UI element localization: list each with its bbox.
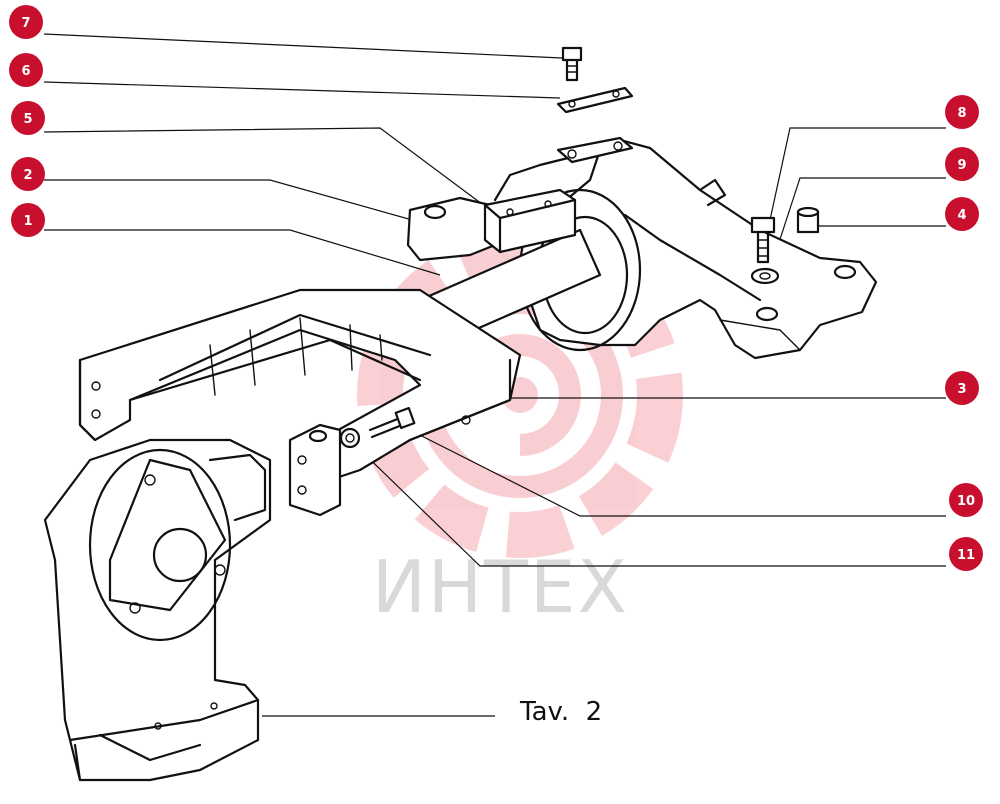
bolt-7: [561, 46, 583, 82]
support-pad-left: [406, 196, 497, 262]
base-column: [43, 438, 272, 782]
svg-text:9: 9: [957, 158, 966, 173]
callout-9: 9: [945, 147, 979, 181]
svg-text:3: 3: [957, 382, 966, 397]
bolt-8: [750, 216, 776, 264]
arm-clamp-end: [288, 423, 342, 517]
svg-text:4: 4: [957, 208, 966, 223]
leader-10: [399, 424, 946, 517]
callout-3: 3: [945, 371, 979, 405]
svg-text:6: 6: [21, 64, 30, 79]
svg-text:10: 10: [957, 494, 975, 509]
svg-text:11: 11: [957, 548, 975, 563]
pin-4: [796, 206, 820, 234]
cap-plate-top: [556, 136, 634, 164]
clamp-block: [483, 188, 577, 254]
leader-6: [43, 81, 561, 99]
svg-text:5: 5: [23, 112, 32, 127]
leader-7: [43, 33, 563, 59]
leader-8: [769, 127, 946, 221]
callout-11: 11: [949, 537, 983, 571]
callout-7: 7: [9, 5, 43, 39]
callout-markers: 7 6 5 2 1 8 9 4: [9, 5, 983, 571]
figure-label: Tav. 2: [519, 697, 602, 727]
callout-4: 4: [945, 197, 979, 231]
nut-11: [339, 427, 361, 449]
leader-11: [349, 439, 946, 567]
callout-1: 1: [11, 203, 45, 237]
arm-frame: [78, 288, 522, 482]
callout-10: 10: [949, 483, 983, 517]
plate-6: [556, 86, 634, 114]
svg-text:1: 1: [23, 214, 32, 229]
leader-5: [43, 127, 491, 211]
svg-text:8: 8: [957, 106, 966, 121]
leader-2: [44, 179, 431, 226]
bearing-housing: [493, 138, 878, 360]
bolt-10: [368, 406, 416, 439]
machine-assembly: [43, 46, 878, 782]
callout-5: 5: [11, 101, 45, 135]
callout-6: 6: [9, 53, 43, 87]
svg-text:2: 2: [23, 168, 32, 183]
callout-2: 2: [11, 157, 45, 191]
watermark-text: ИНТЕХ: [372, 545, 629, 629]
washer-9: [750, 267, 780, 285]
leader-1: [44, 229, 441, 276]
svg-text:7: 7: [21, 16, 30, 31]
callout-8: 8: [945, 95, 979, 129]
leader-lines: [43, 33, 946, 717]
